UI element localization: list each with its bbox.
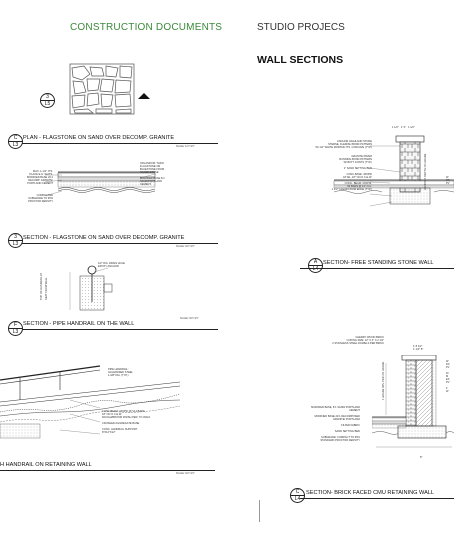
vertical-label-brick: 1 GRADE MIN. PER ON GRADE <box>382 361 385 400</box>
scale-plan-flagstone: SCALE: 1/4"=1'0" <box>176 145 195 148</box>
badge-number: C <box>291 489 304 496</box>
detail-badge-brick-cmu[interactable]: C L4 <box>290 488 305 503</box>
vertical-label-stone-wall: HANDSET DEPTH ON GRADE <box>424 153 427 190</box>
dims-brick: 1' 8 1/2"1' 1/2" 8" <box>413 345 424 351</box>
badge-number: 3 <box>41 94 54 101</box>
badge-sheet: L5 <box>44 101 51 107</box>
caption-rule <box>22 329 218 330</box>
section-cut-arrow-icon <box>138 93 150 99</box>
scale-section-handrail: SCALE: 3/4"=1'0" <box>180 317 199 320</box>
badge-number: F <box>9 322 22 329</box>
caption-handrail-retaining: H HANDRAIL ON RETAINING WALL <box>0 462 92 468</box>
caption-rule <box>0 470 215 471</box>
badge-sheet: L4 <box>294 496 301 502</box>
stone-wall-section-drawing <box>333 135 454 207</box>
brick-cmu-section-drawing <box>372 355 454 448</box>
caption-rule <box>22 143 218 144</box>
detail-badge-free-standing[interactable]: A L4 <box>308 258 323 273</box>
handrail-section-drawing <box>69 265 113 311</box>
caption-plan-flagstone: PLAN - FLAGSTONE ON SAND OVER DECOMP. GR… <box>23 135 175 141</box>
header-left-label: CONSTRUCTION DOCUMENTS <box>70 22 223 33</box>
caption-section-flagstone: SECTION - FLAGSTONE ON SAND OVER DECOMP.… <box>23 235 185 241</box>
detail-badge-section-handrail[interactable]: F L3 <box>8 321 23 336</box>
scale-section-flagstone: SCALE: 3/4"=1'0" <box>176 245 195 248</box>
caption-brick-cmu: SECTION- BRICK FACED CMU RETAINING WALL <box>306 490 435 496</box>
scale-handrail-retaining: SCALE: 3/4"=1'0" <box>176 472 195 475</box>
notes-handrail-bottom: CONC.BEAM: 4X6PSI @7x14 BARS,18" ON O.C.… <box>102 410 151 434</box>
header-right-label: STUDIO PROJECS <box>257 22 345 33</box>
vertical-label-handrail: TOP OF HANDRAIL AT <box>40 273 43 300</box>
caption-rule <box>300 268 454 269</box>
handrail-retaining-drawing <box>0 365 180 439</box>
badge-sheet: L3 <box>12 329 19 335</box>
flagstone-section-drawing <box>44 171 156 197</box>
dims-stone-wall: 1 1/2" 1' 3" 1 1/2" <box>392 126 415 129</box>
caption-rule <box>22 243 218 244</box>
vertical-label-seat: SEAT FROM WALL <box>45 277 48 300</box>
notes-flagstone-left: MAX. 1-1/2" JTS.PLACE E.G. W/JTS. MODIFI… <box>26 170 53 203</box>
page-divider <box>259 500 260 522</box>
flagstone-plan-drawing <box>69 63 135 115</box>
badge-number: 3 <box>9 234 22 241</box>
detail-badge-plan-flagstone[interactable]: C L3 <box>8 134 23 149</box>
badge-sheet: L3 <box>12 241 19 247</box>
detail-badge-key-flagstone[interactable]: 3 L5 <box>40 93 55 108</box>
badge-sheet: L4 <box>312 266 319 272</box>
caption-rule <box>300 498 454 499</box>
caption-free-standing: SECTION- FREE STANDING STONE WALL <box>323 260 434 266</box>
badge-sheet: L3 <box>12 142 19 148</box>
detail-badge-section-flagstone[interactable]: 3 L3 <box>8 233 23 248</box>
badge-number: C <box>9 135 22 142</box>
dims-brick-bottom: 8" <box>420 456 423 459</box>
badge-number: A <box>309 259 322 266</box>
sheet-title: WALL SECTIONS <box>257 54 344 66</box>
caption-section-handrail: SECTION - PIPE HANDRAIL ON THE WALL <box>23 321 135 327</box>
